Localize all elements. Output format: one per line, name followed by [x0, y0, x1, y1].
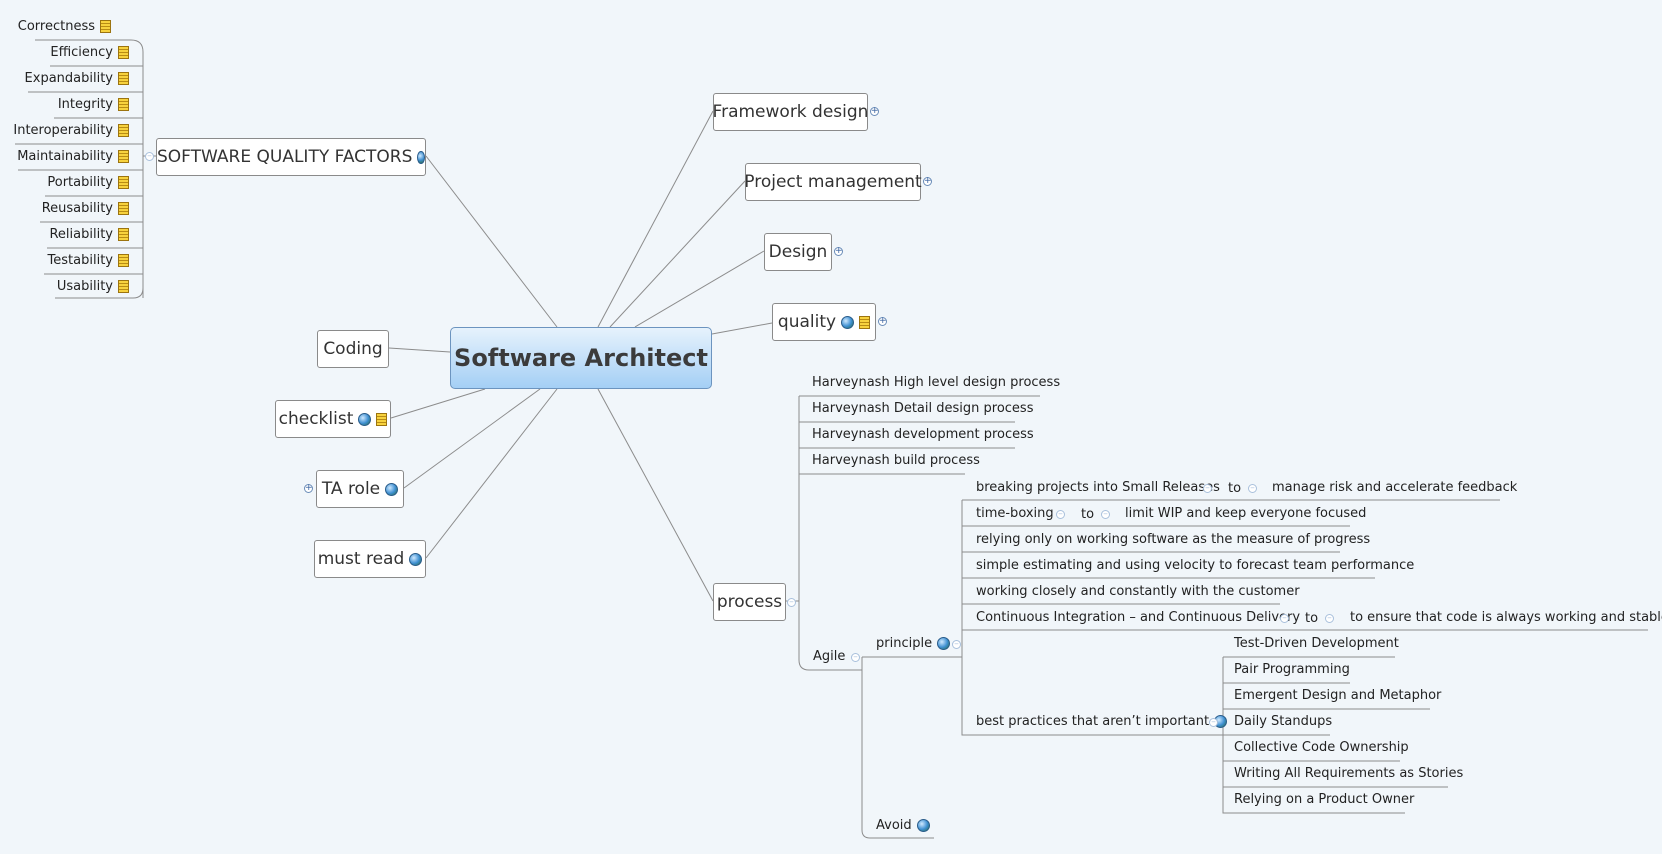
factor-item[interactable]: Expandability	[25, 71, 129, 87]
practice-item[interactable]: Relying on a Product Owner	[1234, 792, 1415, 807]
topic-quality[interactable]: quality	[772, 303, 876, 341]
factor-item[interactable]: Reusability	[42, 201, 129, 217]
factor-item[interactable]: Maintainability	[17, 149, 129, 165]
collapse-icon[interactable]	[851, 653, 860, 662]
expand-icon[interactable]	[304, 484, 313, 493]
factor-item[interactable]: Testability	[48, 253, 129, 269]
note-icon[interactable]	[118, 46, 129, 59]
globe-icon[interactable]	[916, 819, 930, 832]
note-icon[interactable]	[118, 228, 129, 241]
relation-to: to	[1081, 507, 1095, 522]
topic-design[interactable]: Design	[764, 233, 832, 271]
note-icon[interactable]	[376, 412, 388, 426]
note-icon[interactable]	[859, 315, 871, 329]
factor-item[interactable]: Reliability	[49, 227, 129, 243]
collapse-icon[interactable]	[1325, 614, 1334, 623]
collapse-icon[interactable]	[1101, 510, 1110, 519]
globe-icon[interactable]	[417, 150, 425, 164]
relation-to: to	[1228, 481, 1242, 496]
globe-icon[interactable]	[409, 552, 423, 566]
topic-must-read-label: must read	[317, 549, 405, 569]
collapse-icon[interactable]	[145, 152, 154, 161]
topic-sqf-label: SOFTWARE QUALITY FACTORS	[157, 147, 413, 167]
process-item[interactable]: Harveynash development process	[812, 427, 1034, 442]
note-icon[interactable]	[118, 150, 129, 163]
expand-icon[interactable]	[878, 317, 887, 326]
expand-icon[interactable]	[870, 107, 879, 116]
principle-node[interactable]: principle	[876, 636, 951, 652]
principle-target[interactable]: limit WIP and keep everyone focused	[1125, 506, 1367, 521]
topic-ta-role[interactable]: TA role	[316, 470, 404, 508]
globe-icon[interactable]	[841, 315, 855, 329]
factor-item[interactable]: Usability	[57, 279, 129, 295]
practice-item[interactable]: Collective Code Ownership	[1234, 740, 1409, 755]
collapse-icon[interactable]	[787, 598, 796, 607]
relation-to: to	[1305, 611, 1319, 626]
topic-software-quality-factors[interactable]: SOFTWARE QUALITY FACTORS	[156, 138, 426, 176]
practice-item[interactable]: Test-Driven Development	[1234, 636, 1399, 651]
topic-project-management[interactable]: Project management	[744, 163, 922, 201]
globe-icon[interactable]	[358, 412, 372, 426]
collapse-icon[interactable]	[1248, 484, 1257, 493]
practice-item[interactable]: Pair Programming	[1234, 662, 1350, 677]
practice-item[interactable]: Daily Standups	[1234, 714, 1333, 729]
expand-icon[interactable]	[923, 177, 932, 186]
factor-item[interactable]: Interoperability	[13, 123, 129, 139]
process-item[interactable]: Harveynash High level design process	[812, 375, 1061, 390]
agile-node[interactable]: Agile	[813, 649, 846, 664]
best-practices-node[interactable]: best practices that aren’t important	[976, 714, 1228, 730]
collapse-icon[interactable]	[1209, 718, 1218, 727]
principle-item[interactable]: time-boxing	[976, 506, 1054, 521]
note-icon[interactable]	[100, 20, 111, 33]
topic-checklist[interactable]: checklist	[275, 400, 391, 438]
note-icon[interactable]	[118, 254, 129, 267]
expand-icon[interactable]	[834, 247, 843, 256]
factor-item[interactable]: Portability	[47, 175, 129, 191]
process-item[interactable]: Harveynash Detail design process	[812, 401, 1034, 416]
note-icon[interactable]	[118, 176, 129, 189]
principle-item[interactable]: relying only on working software as the …	[976, 532, 1371, 547]
topic-framework-design[interactable]: Framework design	[713, 93, 868, 131]
principle-item[interactable]: breaking projects into Small Releases	[976, 480, 1220, 495]
collapse-icon[interactable]	[952, 640, 961, 649]
practice-item[interactable]: Emergent Design and Metaphor	[1234, 688, 1442, 703]
avoid-node[interactable]: Avoid	[876, 818, 930, 834]
topic-process[interactable]: process	[713, 583, 786, 621]
globe-icon[interactable]	[937, 637, 951, 650]
practice-item[interactable]: Writing All Requirements as Stories	[1234, 766, 1464, 781]
factor-item[interactable]: Efficiency	[50, 45, 129, 61]
factor-item[interactable]: Correctness	[18, 19, 111, 35]
collapse-icon[interactable]	[1280, 614, 1289, 623]
topic-must-read[interactable]: must read	[314, 540, 426, 578]
principle-target[interactable]: to ensure that code is always working an…	[1350, 610, 1662, 625]
principle-target[interactable]: manage risk and accelerate feedback	[1272, 480, 1518, 495]
collapse-icon[interactable]	[1203, 484, 1212, 493]
note-icon[interactable]	[118, 202, 129, 215]
topic-quality-label: quality	[777, 312, 837, 332]
principle-item[interactable]: Continuous Integration – and Continuous …	[976, 610, 1301, 625]
principle-item[interactable]: working closely and constantly with the …	[976, 584, 1300, 599]
central-topic[interactable]: Software Architect	[450, 327, 712, 389]
globe-icon[interactable]	[385, 482, 399, 496]
principle-item[interactable]: simple estimating and using velocity to …	[976, 558, 1415, 573]
topic-coding[interactable]: Coding	[317, 330, 389, 368]
process-item[interactable]: Harveynash build process	[812, 453, 980, 468]
collapse-icon[interactable]	[1056, 510, 1065, 519]
topic-ta-role-label: TA role	[321, 479, 381, 499]
note-icon[interactable]	[118, 280, 129, 293]
topic-checklist-label: checklist	[278, 409, 354, 429]
note-icon[interactable]	[118, 98, 129, 111]
note-icon[interactable]	[118, 72, 129, 85]
factor-item[interactable]: Integrity	[58, 97, 129, 113]
note-icon[interactable]	[118, 124, 129, 137]
